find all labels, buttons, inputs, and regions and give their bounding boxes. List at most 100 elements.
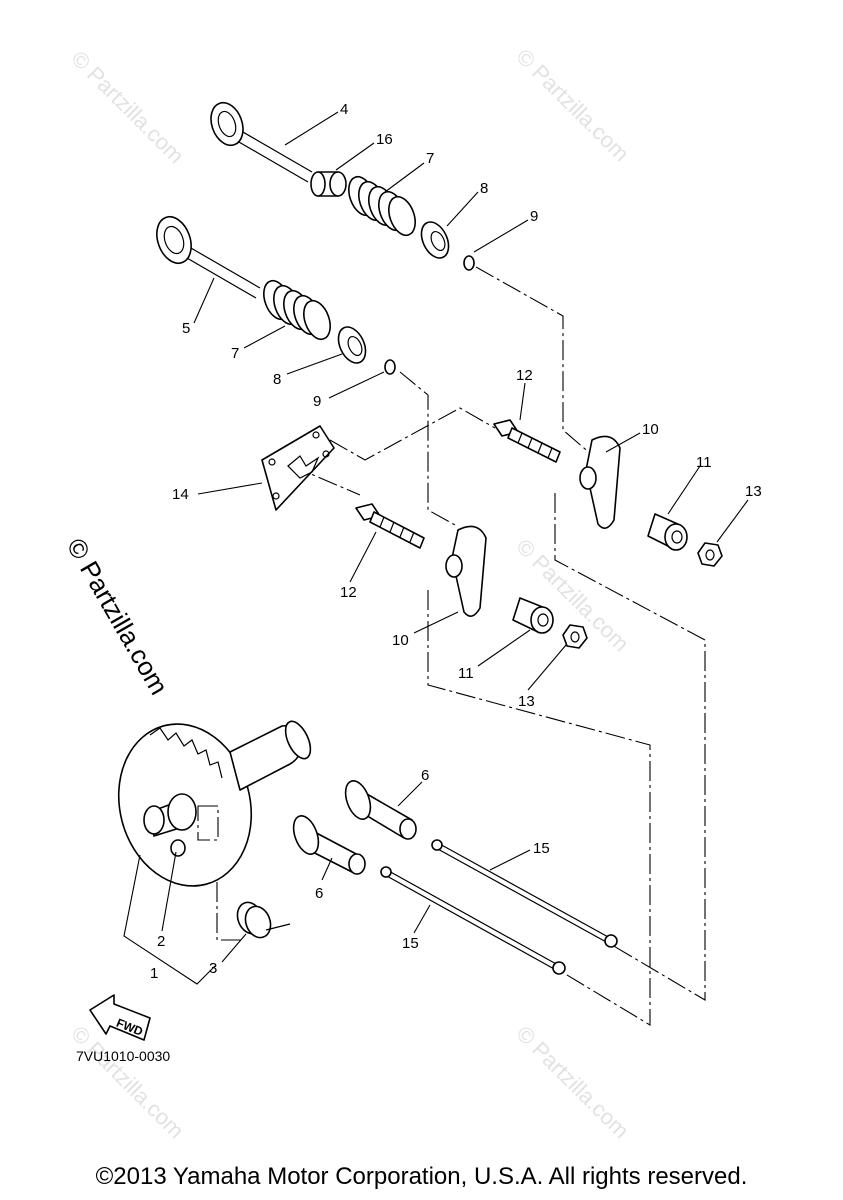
rod-end (380, 866, 392, 878)
spring-retainer-8a (420, 221, 450, 259)
rod-end (431, 839, 443, 851)
leader-5 (193, 277, 215, 324)
rocker-body (451, 525, 487, 617)
assembly-line (427, 590, 651, 1026)
callouts: 4 16 7 8 9 5 7 8 9 12 10 11 13 14 12 10 … (150, 101, 762, 982)
rod-edge (435, 847, 609, 944)
retainer-ring (337, 326, 367, 364)
callout-14: 14 (172, 486, 189, 503)
push-rod-15b (380, 866, 566, 975)
leader-9b (328, 371, 385, 399)
callout-8: 8 (273, 371, 281, 388)
callout-10: 10 (392, 632, 409, 649)
collar-11a (647, 513, 688, 551)
push-rod-15a (431, 839, 618, 948)
callout-13: 13 (745, 483, 762, 500)
cotter (463, 255, 475, 271)
callout-15: 15 (533, 840, 550, 857)
thread-line (547, 447, 553, 459)
shaft-thread (369, 511, 425, 549)
rod-edge (437, 842, 611, 939)
rod-end (604, 934, 618, 948)
cotter (384, 359, 396, 375)
thread-line (399, 526, 405, 538)
valve-spring-7b (263, 279, 331, 341)
thread-line (537, 442, 543, 454)
thread-line (379, 516, 385, 528)
leader-11a (667, 465, 701, 515)
pin (170, 839, 186, 857)
assembly-line (554, 493, 706, 1001)
collar-end (664, 523, 688, 551)
callout-15: 15 (402, 935, 419, 952)
cam-journal-end (143, 805, 165, 835)
plate-14 (261, 425, 335, 511)
valve-5 (156, 215, 261, 299)
shaft-thread (507, 427, 561, 463)
spring-3 (236, 901, 291, 939)
leader-8b (286, 353, 343, 375)
rocker-shaft-12a (493, 419, 561, 463)
callout-11: 11 (458, 665, 474, 682)
callout-7: 7 (426, 150, 434, 167)
leader-lines (123, 111, 749, 985)
callout-6: 6 (421, 767, 429, 784)
callout-9: 9 (530, 208, 538, 225)
rocker-arm-10a (579, 435, 621, 529)
valve-head (156, 215, 192, 265)
watermark-side: © Partzilla.com (61, 533, 175, 700)
arrow-shape (89, 994, 151, 1041)
leader-15b (413, 904, 431, 934)
lifter-end (399, 818, 417, 840)
callout-13: 13 (518, 693, 535, 710)
callout-12: 12 (340, 584, 357, 601)
leader-10a (605, 432, 641, 453)
spring-coil (303, 299, 331, 341)
assembly-line (329, 407, 496, 461)
valve-cotter-9a (463, 255, 475, 271)
leader-12a (519, 382, 526, 421)
callout-4: 4 (340, 101, 348, 118)
collar-hole (537, 613, 549, 627)
callout-16: 16 (376, 131, 393, 148)
leader-6a (397, 781, 423, 807)
callout-12: 12 (516, 367, 533, 384)
rod-edge (386, 869, 559, 966)
nut-body (562, 624, 588, 649)
camshaft-1 (117, 720, 312, 887)
plate-cutout (287, 455, 320, 479)
collar-end (530, 606, 554, 634)
leader-4 (284, 111, 339, 146)
rocker-shaft-12b (355, 503, 425, 549)
rocker-pivot (445, 554, 463, 578)
callout-6: 6 (315, 885, 323, 902)
leader-13b (527, 644, 567, 691)
diagram-reference: 7VU1010-0030 (76, 1048, 170, 1064)
callout-8: 8 (480, 180, 488, 197)
rocker-arm-10b (445, 525, 487, 617)
assembly-line (399, 371, 456, 526)
thread-line (527, 437, 533, 449)
valve-4 (210, 101, 313, 183)
leader-8a (446, 191, 479, 227)
valve-head (210, 101, 244, 147)
plate-hole (272, 492, 280, 500)
callout-10: 10 (642, 421, 659, 438)
callout-5: 5 (182, 320, 190, 337)
rocker-pivot (579, 466, 597, 490)
callout-9: 9 (313, 393, 321, 410)
forward-arrow-icon: FWD (89, 994, 151, 1041)
collar-11b (512, 597, 554, 634)
valve-seal-16 (310, 171, 347, 197)
callout-1: 1 (150, 965, 158, 982)
pin-2 (170, 839, 186, 857)
watermark: © Partzilla.com (66, 46, 189, 169)
valve-head-face (217, 110, 237, 138)
plate-hole (268, 458, 276, 466)
lifter-end (348, 853, 366, 875)
callout-2: 2 (157, 933, 165, 950)
valve-stem (179, 253, 257, 299)
valve-spring-7a (348, 175, 416, 237)
leader-6b (321, 857, 333, 881)
